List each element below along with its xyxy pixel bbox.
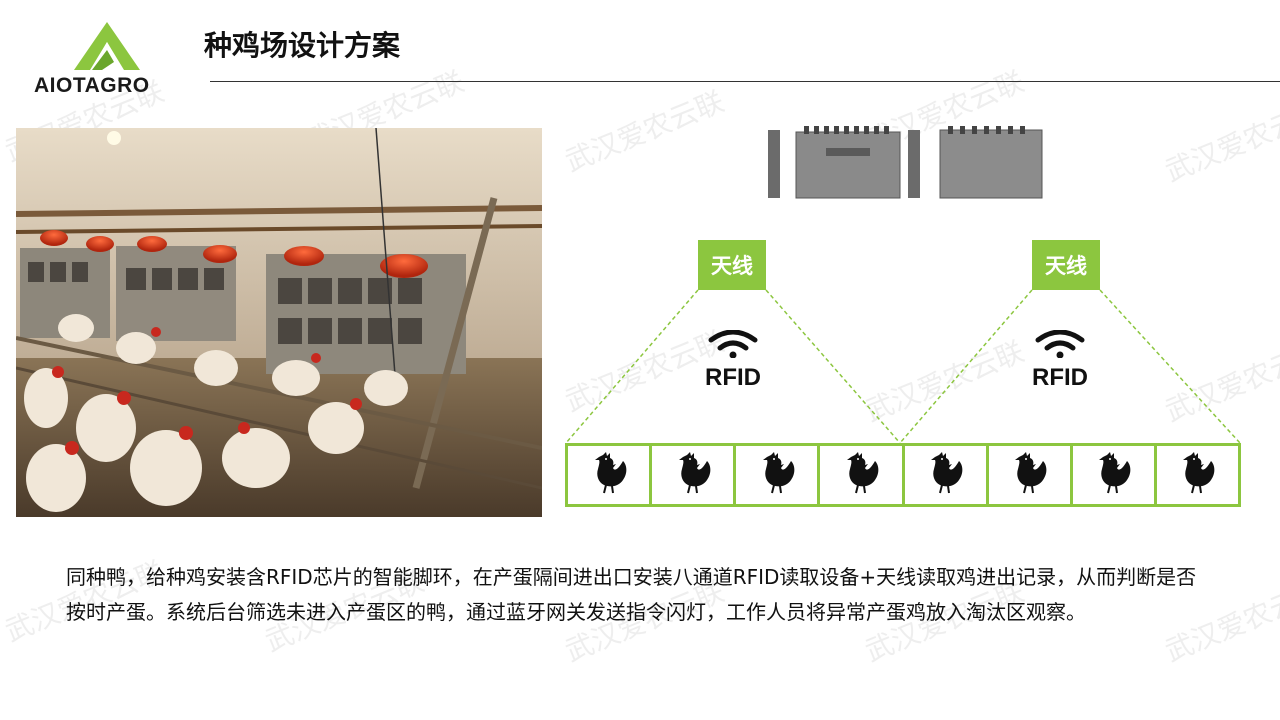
hen-icon: [1177, 451, 1217, 499]
brand-logo: AIOTAGRO: [30, 18, 190, 98]
nesting-compartment: [568, 446, 653, 504]
rfid-marker-right: RFID: [1015, 329, 1105, 392]
rfid-label: RFID: [705, 364, 761, 391]
nesting-compartment: [736, 446, 821, 504]
hen-icon: [757, 451, 797, 499]
nesting-compartment: [905, 446, 989, 504]
description-paragraph: 同种鸭，给种鸡安装含RFID芯片的智能脚环，在产蛋隔间进出口安装八通道RFID读…: [66, 565, 1197, 624]
nesting-compartment-row: [565, 443, 1241, 507]
hen-icon: [673, 451, 713, 499]
rfid-marker-left: RFID: [688, 329, 778, 392]
nesting-compartment: [989, 446, 1073, 504]
logo-mark-icon: [74, 22, 140, 70]
nesting-compartment: [1157, 446, 1238, 504]
antenna-label-left: 天线: [698, 240, 766, 290]
chicken-farm-photo: [16, 128, 542, 517]
rfid-label: RFID: [1032, 364, 1088, 391]
page-title: 种鸡场设计方案: [204, 29, 401, 62]
rfid-reader-device: [768, 126, 920, 199]
nesting-compartment: [652, 446, 737, 504]
hen-icon: [589, 451, 629, 499]
hen-icon: [925, 451, 965, 499]
logo-text: AIOTAGRO: [34, 74, 150, 97]
header-divider: [210, 81, 1280, 82]
hen-icon: [841, 451, 881, 499]
wifi-signal-icon: [708, 329, 758, 359]
rfid-reader-device: [939, 126, 1043, 199]
nesting-compartment: [1073, 446, 1157, 504]
hen-icon: [1009, 451, 1049, 499]
wifi-signal-icon: [1035, 329, 1085, 359]
nesting-compartment: [820, 446, 905, 504]
antenna-label-right: 天线: [1032, 240, 1100, 290]
hen-icon: [1093, 451, 1133, 499]
